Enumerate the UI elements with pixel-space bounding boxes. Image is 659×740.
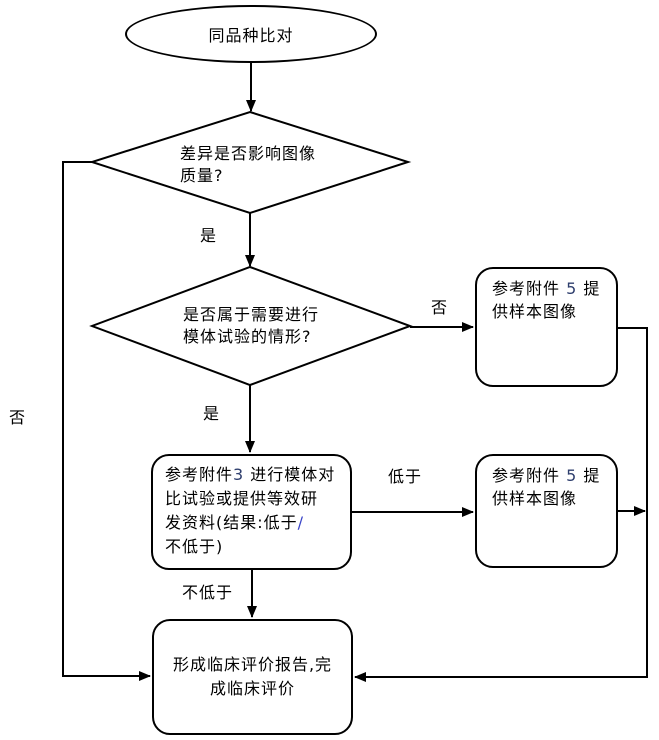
box-sample-image-mid-line2: 供样本图像 xyxy=(492,489,578,508)
attachment-5-number-mid: 5 xyxy=(566,466,578,485)
decision-phantom-needed xyxy=(89,265,413,387)
decision-phantom-needed-line2: 模体试验的情形? xyxy=(183,327,312,346)
decision-image-quality-line1: 差异是否影响图像 xyxy=(180,144,317,163)
edge-decision1-no-to-final xyxy=(62,161,151,681)
box-sample-image-top-line1: 参考附件 5 提 xyxy=(492,277,616,300)
label-yes-1: 是 xyxy=(200,226,218,245)
decision-phantom-needed-line1: 是否属于需要进行 xyxy=(183,305,320,324)
box-final-report-line2: 成临床评价 xyxy=(209,679,295,698)
box-sample-image-top-line1-post: 提 xyxy=(577,279,601,298)
box-phantom-test-line3-pre: 发资料(结果:低于 xyxy=(165,513,298,532)
decision-image-quality-line2: 质量? xyxy=(180,166,224,185)
label-lower: 低于 xyxy=(388,467,423,486)
box-sample-image-mid-line1: 参考附件 5 提 xyxy=(492,464,616,487)
result-slash: / xyxy=(297,513,305,532)
box-final-report: 形成临床评价报告,完 成临床评价 xyxy=(152,619,353,735)
attachment-5-number: 5 xyxy=(566,279,578,298)
decision-image-quality xyxy=(88,110,412,215)
label-yes-2: 是 xyxy=(203,404,221,423)
label-not-lower: 不低于 xyxy=(182,583,234,602)
box-phantom-test-line2: 比试验或提供等效研 xyxy=(165,489,319,508)
box-phantom-test-line1: 参考附件3 进行模体对 xyxy=(165,463,350,487)
decision-image-quality-label: 差异是否影响图像 质量? xyxy=(180,143,316,187)
box-phantom-test: 参考附件3 进行模体对 比试验或提供等效研 发资料(结果:低于/ 不低于) xyxy=(151,454,352,570)
box-phantom-test-line1-pre: 参考附件 xyxy=(165,465,234,484)
box-phantom-test-line3: 发资料(结果:低于/ xyxy=(165,511,350,535)
box-sample-image-mid-line1-post: 提 xyxy=(577,466,601,485)
label-no-right: 否 xyxy=(431,298,449,317)
box-sample-image-top-line2: 供样本图像 xyxy=(492,302,578,321)
label-no-left: 否 xyxy=(9,408,27,427)
start-node-label: 同品种比对 xyxy=(208,26,294,45)
box-final-report-line1: 形成临床评价报告,完 xyxy=(172,655,333,674)
box-sample-image-top: 参考附件 5 提 供样本图像 xyxy=(475,267,618,387)
box-sample-image-mid-line1-pre: 参考附件 xyxy=(492,466,567,485)
decision-phantom-needed-label: 是否属于需要进行 模体试验的情形? xyxy=(183,304,319,348)
box-phantom-test-line1-post: 进行模体对 xyxy=(244,465,336,484)
start-node: 同品种比对 xyxy=(125,5,377,63)
edge-sample-top-to-final xyxy=(354,327,648,682)
box-phantom-test-line4: 不低于) xyxy=(165,537,224,556)
attachment-3-number: 3 xyxy=(233,465,245,484)
box-sample-image-top-line1-pre: 参考附件 xyxy=(492,279,567,298)
box-sample-image-mid: 参考附件 5 提 供样本图像 xyxy=(475,454,618,568)
